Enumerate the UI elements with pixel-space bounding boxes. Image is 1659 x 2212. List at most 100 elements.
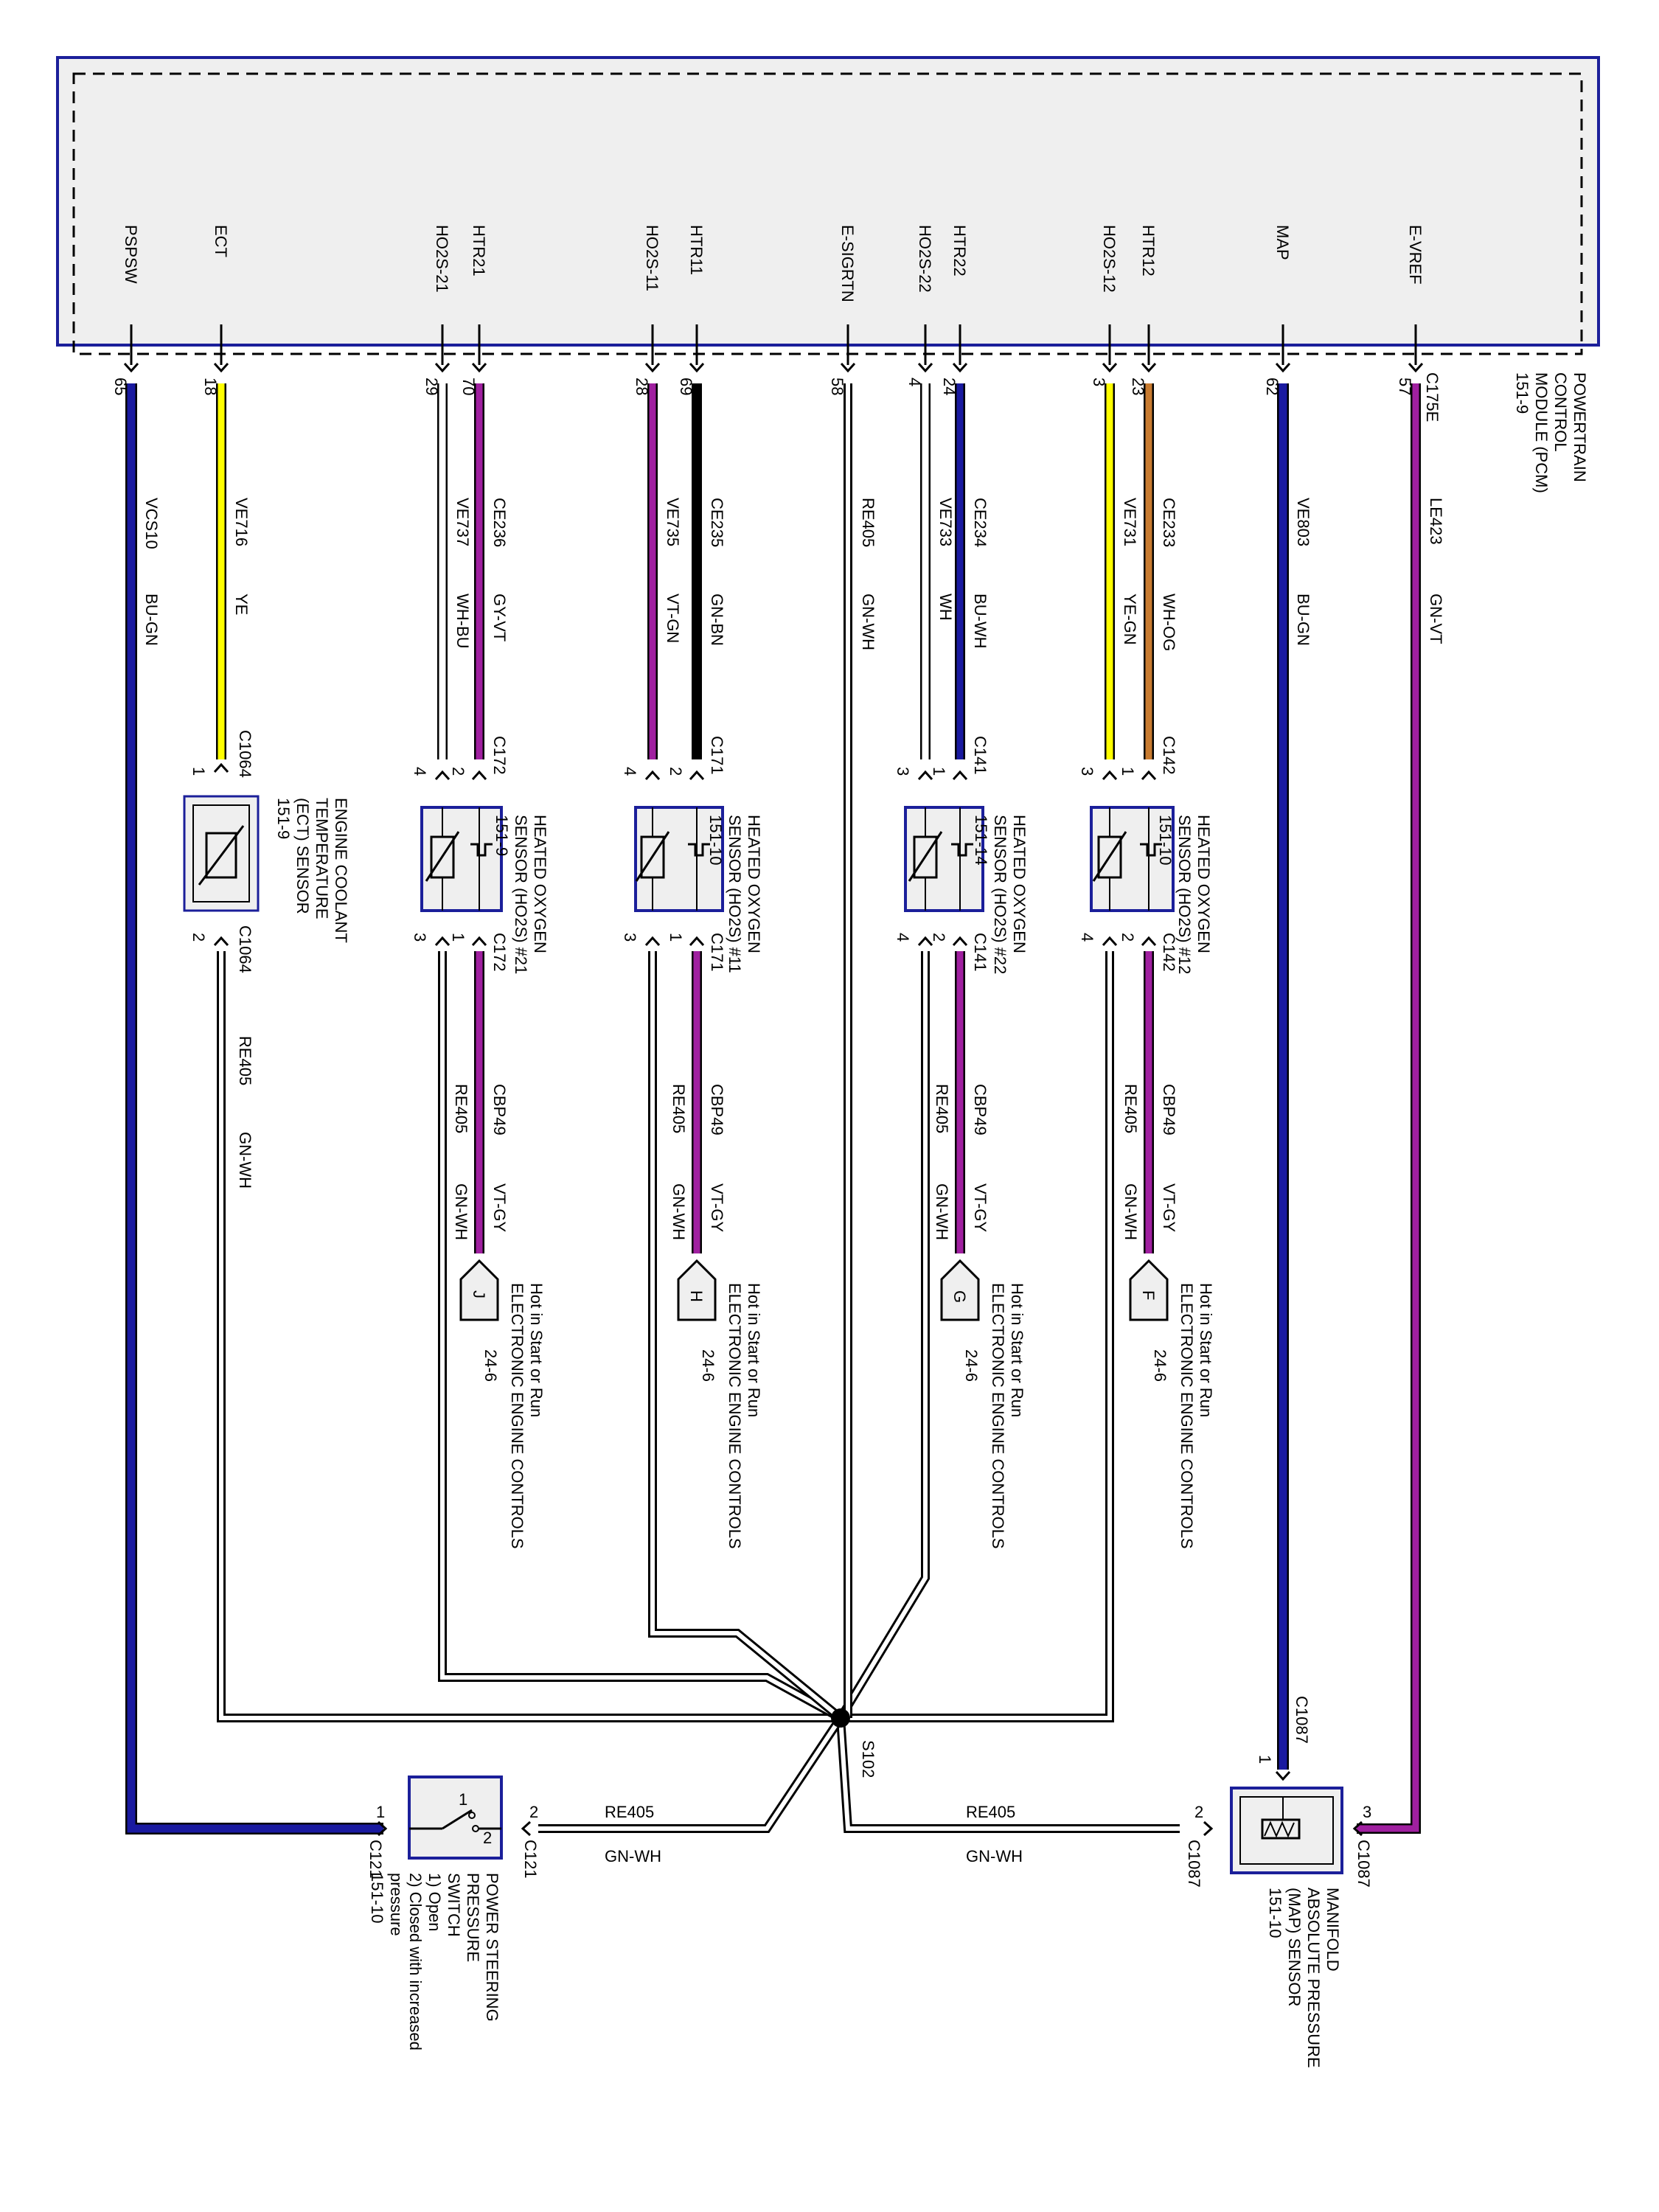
sensor-connector-top: C171: [708, 736, 726, 775]
ho2s21-ground-wire-outline: [438, 951, 843, 1722]
sensor-pin: 2: [1119, 933, 1137, 942]
map-connector-right: C1087: [1354, 1840, 1373, 1888]
map-label-line: MANIFOLD: [1324, 1888, 1342, 1972]
sensor-label-line: SENSOR (HO2S) #12: [1175, 815, 1194, 974]
sensor-element-diagonal-icon: [1092, 831, 1127, 882]
wire-color: GN-BN: [708, 594, 726, 646]
flag-ref: 24-6: [699, 1349, 717, 1382]
pin-signal-htr21: HTR21: [470, 225, 488, 276]
lower-circuit: RE405: [933, 1084, 951, 1133]
heater-element-icon: [470, 843, 493, 857]
pin-chevron: [123, 362, 139, 373]
sensor-chevron: [644, 770, 661, 781]
pin-chevron: [1275, 362, 1291, 373]
sensor-chevron: [1141, 936, 1157, 947]
wire-circuit: VE735: [664, 498, 682, 546]
ps-switch-ground-wire-outline: [538, 1715, 844, 1833]
wire-color: BU-GN: [142, 594, 161, 646]
pin-number: 18: [201, 378, 220, 395]
flag-connector-icon: [677, 1259, 717, 1321]
ho2s-sensor-box: [420, 806, 503, 912]
flag-note-line: Hot in Start or Run: [1197, 1283, 1215, 1417]
sensor-pin: 2: [667, 767, 685, 776]
ect-lower-circuit: RE405: [236, 1036, 254, 1085]
sensor-pin: 4: [1078, 933, 1096, 942]
ect-chevron-bottom: [213, 936, 229, 947]
lower-color: VT-GY: [971, 1183, 990, 1232]
ps-label-line: SWITCH: [445, 1873, 463, 1937]
sensor-label-line: SENSOR (HO2S) #21: [512, 815, 530, 974]
map-ground-wire-core: [838, 1717, 1180, 1831]
sensor-chevron: [917, 770, 933, 781]
lower-circuit: CBP49: [971, 1084, 990, 1135]
sensor-connector-bottom: C172: [490, 933, 509, 972]
lower-color: VT-GY: [708, 1183, 726, 1232]
sensor-chevron: [471, 936, 487, 947]
heater-element-icon: [1140, 843, 1162, 857]
sensor-pin: 4: [894, 933, 912, 942]
map-zigzag-icon: [1264, 1820, 1295, 1838]
pin-chevron: [689, 362, 705, 373]
flag-note-line: ELECTRONIC ENGINE CONTROLS: [989, 1283, 1007, 1549]
pin-chevron: [1141, 362, 1157, 373]
wire-color: BU-WH: [971, 594, 990, 649]
ps-pin-left: 1: [376, 1803, 385, 1821]
pin-chevron: [434, 362, 451, 373]
lower-color: VT-GY: [1160, 1183, 1178, 1232]
flag-note-line: ELECTRONIC ENGINE CONTROLS: [508, 1283, 526, 1549]
ps-switch-box: [408, 1775, 503, 1860]
sensor-element-diagonal-icon: [908, 831, 943, 882]
wire-circuit: CE236: [490, 498, 509, 547]
pin-chevron: [213, 362, 229, 373]
map-connector-left: C1087: [1185, 1840, 1203, 1888]
flag-connector-icon: [459, 1259, 499, 1321]
wire-circuit: LE423: [1427, 498, 1445, 545]
components-layer: [56, 56, 1600, 1874]
pin-number: 4: [905, 378, 924, 386]
sensor-connector-top: C172: [490, 736, 509, 775]
sensor-chevron: [689, 770, 705, 781]
pin-number: 57: [1396, 378, 1414, 395]
sensor-chevron: [434, 770, 451, 781]
sensor-pin: 3: [1078, 767, 1096, 776]
ps-chevron-right: [521, 1820, 532, 1837]
switch-pin-2: 2: [483, 1829, 492, 1847]
pin-number: 23: [1129, 378, 1147, 395]
wire-circuit: VCS10: [142, 498, 161, 549]
lower-circuit: RE405: [669, 1084, 688, 1133]
flag-letter: F: [1139, 1290, 1158, 1300]
sensor-label-line: 151-10: [1156, 815, 1175, 866]
sensor-label-line: 151-10: [706, 815, 725, 866]
lower-color: GN-WH: [933, 1183, 951, 1240]
sensor-pin: 1: [930, 767, 948, 776]
sensor-connector-bottom: C142: [1160, 933, 1178, 972]
pin-number: 3: [1090, 378, 1108, 386]
map-chevron-left: [1203, 1820, 1214, 1837]
pin-signal-e-sigrtn: E-SIGRTN: [838, 225, 857, 302]
pin-chevron: [917, 362, 933, 373]
ho2s12-ground-wire-outline: [841, 951, 1114, 1722]
sensor-label-line: 151-9: [493, 815, 511, 856]
sensor-pin: 4: [411, 767, 429, 776]
ps-pin-right: 2: [529, 1803, 538, 1821]
flag-letter: H: [687, 1290, 706, 1302]
ect-chevron-top: [213, 762, 229, 773]
map-pin-right: 3: [1363, 1803, 1371, 1821]
flag-ref: 24-6: [481, 1349, 500, 1382]
ps-label-line: 1) Open: [425, 1873, 444, 1932]
wire-circuit: CE234: [971, 498, 990, 547]
flag-connector-icon: [1129, 1259, 1169, 1321]
heater-element-icon: [688, 843, 710, 857]
e-vref-wire-outline: [1357, 383, 1421, 1834]
sensor-chevron: [917, 936, 933, 947]
flag-letter: G: [950, 1290, 969, 1303]
pin-chevron: [644, 362, 661, 373]
thermistor-diagonal-icon: [198, 825, 245, 886]
module-name-line: POWERTRAIN: [1571, 372, 1589, 482]
switch-pin-1: 1: [459, 1790, 467, 1809]
ps-label-line: 2) Closed with increased: [406, 1873, 425, 2051]
pin-number: 62: [1263, 378, 1281, 395]
pin-number: 70: [459, 378, 478, 395]
pcm-connector-label: C175E: [1423, 372, 1441, 422]
